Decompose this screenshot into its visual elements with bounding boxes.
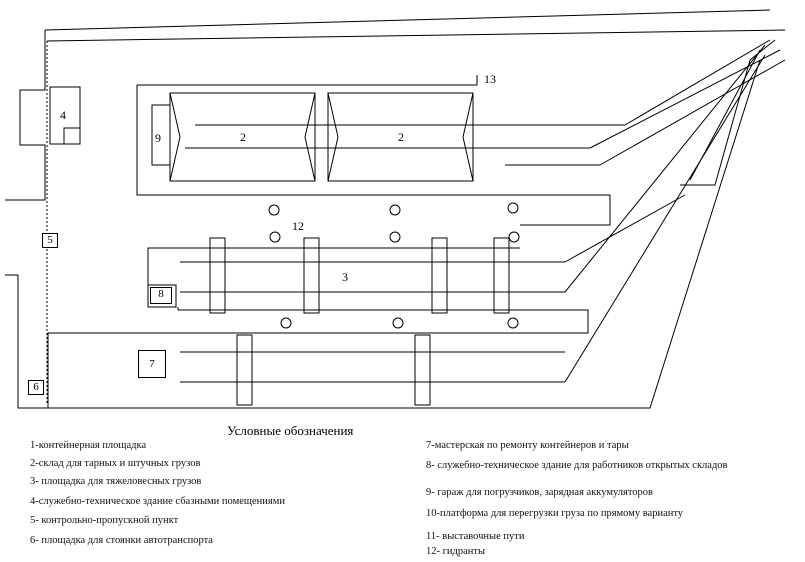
legend-right-9: 9- гараж для погрузчиков, зарядная аккум… [426, 487, 654, 498]
legend-left-4: 4-служебно-техническое здание сбазными п… [30, 496, 285, 507]
legend-right-12: 12- гидранты [426, 546, 486, 557]
label-building-8: 8 [150, 287, 172, 304]
legend-right-10: 10-платформа для перегрузки груза по пря… [426, 508, 684, 519]
outer-fence [5, 30, 46, 201]
warehouse-1 [169, 92, 316, 182]
legend-left-6: 6- площадка для стоянки автотранспорта [30, 535, 213, 546]
outer-fence-bottom [5, 274, 48, 409]
road-loop [136, 85, 611, 226]
warehouse-2 [327, 92, 474, 182]
legend-right-11: 11- выставочные пути [426, 531, 525, 542]
label-parking-6: 6 [28, 380, 44, 395]
garage-9 [151, 104, 170, 166]
label-workshop-7: 7 [138, 350, 166, 378]
road-top [137, 75, 478, 86]
legend-right-7: 7-мастерская по ремонту контейнеров и та… [426, 440, 629, 451]
legend-left-3: 3- площадка для тяжеловесных грузов [30, 476, 202, 487]
label-hydrants-12: 12 [292, 219, 304, 233]
label-garage-9: 9 [155, 131, 161, 145]
building-8-frame [147, 284, 177, 308]
legend-left-2: 2-склад для тарных и штучных грузов [30, 458, 201, 469]
top-track-2 [46, 29, 786, 42]
label-heavy-area: 3 [342, 270, 348, 284]
legend-left-5: 5- контрольно-пропускной пункт [30, 515, 179, 526]
label-building-4: 4 [60, 108, 66, 122]
label-warehouse-1: 2 [240, 130, 246, 144]
legend-right-8: 8- служебно-техническое здание для работ… [426, 460, 728, 471]
legend-title: Условные обозначения [227, 423, 354, 438]
top-track-1 [44, 9, 771, 31]
label-checkpoint-5: 5 [42, 233, 58, 248]
label-warehouse-2: 2 [398, 130, 404, 144]
label-13: 13 [484, 72, 496, 86]
legend-left-1: 1-контейнерная площадка [30, 440, 147, 451]
hydrants [268, 202, 520, 329]
